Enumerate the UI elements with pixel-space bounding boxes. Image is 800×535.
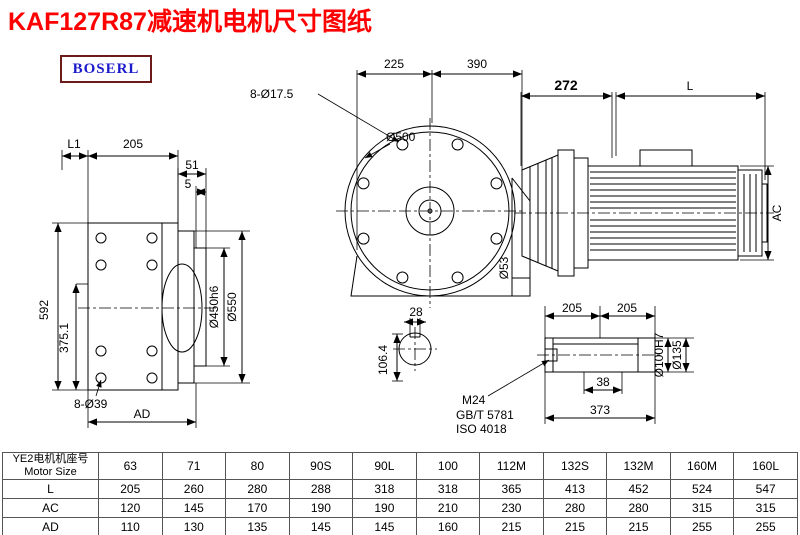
table-cell: 280: [542, 498, 608, 518]
page-title: KAF127R87减速机电机尺寸图纸: [8, 8, 372, 36]
brand-logo: BOSERL: [60, 55, 152, 83]
column-90s: 90S: [288, 452, 354, 480]
table-cell: 230: [479, 498, 544, 518]
dim-51-label: 51: [185, 158, 199, 172]
dim-205-label: 205: [123, 137, 143, 151]
dim-205b-label: 205: [617, 301, 637, 315]
dim-373-label: 373: [590, 403, 610, 417]
table-cell: 205: [98, 479, 163, 499]
column-112m: 112M: [479, 452, 544, 480]
column-132s: 132S: [542, 452, 608, 480]
label-iso4018: ISO 4018: [456, 422, 507, 436]
column-71: 71: [161, 452, 227, 480]
table-header-row: YE2电机机座号 Motor Size 63 71 80 90S 90L 100…: [2, 452, 798, 480]
table-cell: 215: [606, 517, 671, 535]
dim-38-label: 38: [596, 375, 610, 389]
dim-ac-label: AC: [770, 204, 784, 221]
table-cell: 170: [225, 498, 290, 518]
column-90l: 90L: [352, 452, 417, 480]
dim-d53-label: Ø53: [497, 256, 511, 279]
table-cell: 255: [733, 517, 798, 535]
column-80: 80: [225, 452, 290, 480]
table-cell: 318: [352, 479, 417, 499]
table-row-l: L 205 260 280 288 318 318 365 413 452 52…: [2, 479, 798, 499]
table-cell: 315: [733, 498, 798, 518]
dim-592-label: 592: [37, 300, 51, 320]
dim-375-label: 375.1: [57, 323, 71, 353]
table-cell: 160: [415, 517, 481, 535]
table-cell: 255: [669, 517, 735, 535]
dim-225-label: 225: [384, 57, 404, 71]
table-cell: 288: [288, 479, 354, 499]
table-cell: 190: [352, 498, 417, 518]
dim-ad-label: AD: [134, 407, 151, 421]
shaft-detail-geometry: [537, 337, 663, 373]
motor-size-table: YE2电机机座号 Motor Size 63 71 80 90S 90L 100…: [2, 452, 798, 535]
table-row-ac: AC 120 145 170 190 190 210 230 280 280 3…: [2, 498, 798, 518]
front-view-dimensions: [317, 70, 523, 382]
column-132m: 132M: [606, 452, 671, 480]
table-cell: 145: [288, 517, 354, 535]
motor-size-header: YE2电机机座号 Motor Size: [2, 452, 99, 480]
dim-d550-label: Ø550: [225, 292, 239, 322]
dim-8xd39-label: 8-Ø39: [74, 397, 108, 411]
table-cell: 145: [352, 517, 417, 535]
table-row-ad: AD 110 130 135 145 145 160 215 215 215 2…: [2, 517, 798, 535]
side-view-geometry: [78, 222, 216, 391]
table-cell: 210: [415, 498, 481, 518]
column-160m: 160M: [669, 452, 735, 480]
table-cell: 215: [479, 517, 544, 535]
motor-view-dimensions: [520, 92, 774, 261]
row-label-l: L: [2, 479, 99, 499]
table-cell: 130: [161, 517, 227, 535]
side-view-dimensions: [52, 150, 250, 428]
label-m24: M24: [462, 393, 486, 407]
table-cell: 190: [288, 498, 354, 518]
technical-drawing: L1 205 51 5 592 375.1 8-Ø39 AD Ø450h6 Ø5…: [37, 57, 784, 436]
dim-8xd17-label: 8-Ø17.5: [250, 87, 294, 101]
table-cell: 413: [542, 479, 608, 499]
dim-d100h7-label: Ø100H7: [652, 332, 666, 377]
dim-106-label: 106.4: [376, 345, 390, 375]
table-cell: 315: [669, 498, 735, 518]
table-cell: 135: [225, 517, 290, 535]
dim-28-label: 28: [409, 305, 423, 319]
table-cell: 318: [415, 479, 481, 499]
brand-logo-text: BOSERL: [72, 60, 140, 77]
table-cell: 524: [669, 479, 735, 499]
table-cell: 280: [606, 498, 671, 518]
dim-d135-label: Ø135: [670, 340, 684, 370]
label-gbt5781: GB/T 5781: [456, 408, 514, 422]
dim-d450h6-label: Ø450h6: [207, 285, 221, 328]
shaft-detail-dimensions: [487, 306, 694, 424]
motor-size-header-cn: YE2电机机座号: [12, 453, 89, 466]
table-cell: 365: [479, 479, 544, 499]
row-label-ac: AC: [2, 498, 99, 518]
motor-view-geometry: [514, 149, 774, 277]
dim-390-label: 390: [467, 57, 487, 71]
motor-size-header-en: Motor Size: [24, 466, 77, 478]
table-cell: 280: [225, 479, 290, 499]
table-cell: 145: [161, 498, 227, 518]
dim-l1-label: L1: [67, 137, 81, 151]
column-63: 63: [98, 452, 163, 480]
table-cell: 547: [733, 479, 798, 499]
table-cell: 260: [161, 479, 227, 499]
front-view-geometry: [336, 118, 531, 371]
table-cell: 110: [98, 517, 163, 535]
dim-d500-label: Ø500: [386, 130, 416, 144]
dim-205a-label: 205: [562, 301, 582, 315]
table-cell: 215: [542, 517, 608, 535]
table-cell: 120: [98, 498, 163, 518]
column-160l: 160L: [733, 452, 798, 480]
row-label-ad: AD: [2, 517, 99, 535]
table-cell: 452: [606, 479, 671, 499]
dim-5-label: 5: [185, 177, 192, 191]
dim-motor-l-label: L: [687, 79, 694, 93]
column-100: 100: [415, 452, 481, 480]
dim-272-label: 272: [554, 77, 578, 93]
